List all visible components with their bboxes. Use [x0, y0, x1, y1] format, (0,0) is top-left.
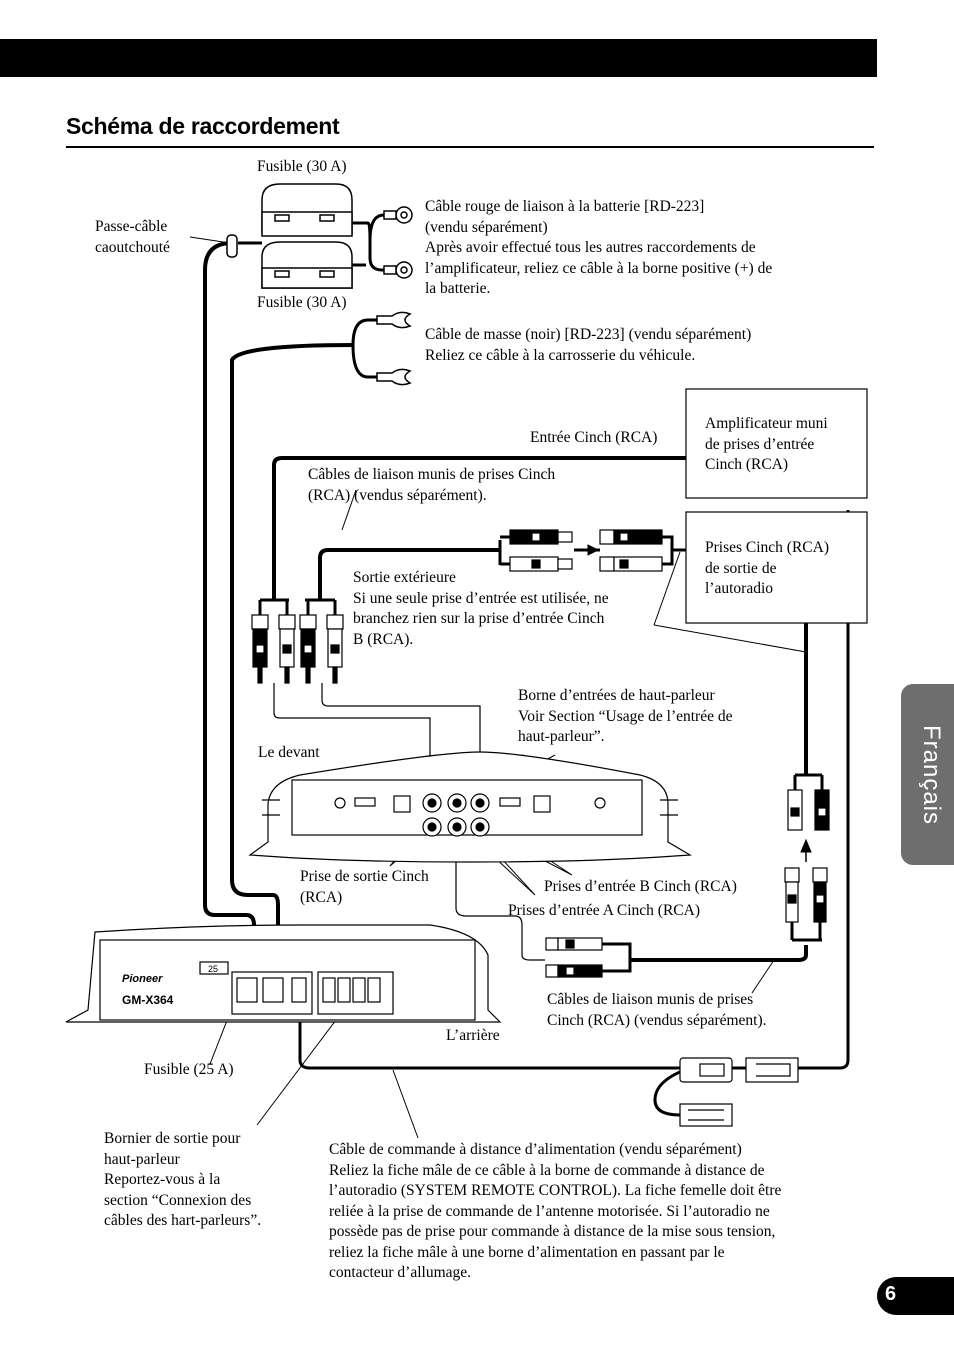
headunit-output-box: [685, 511, 868, 624]
rca-plug-icon: [251, 600, 344, 684]
label-fuse-25: Fusible (25 A): [144, 1061, 234, 1078]
label-rear: L’arrière: [446, 1027, 500, 1044]
svg-text:Pioneer: Pioneer: [122, 973, 163, 985]
power-wire: [203, 241, 256, 990]
amp-with-input-box: [685, 388, 868, 499]
label-speaker-terminal: Bornier de sortie pour haut-parleur Repo…: [104, 1130, 262, 1229]
label-rca-cables-top: Câbles de liaison munis de prises Cinch …: [308, 466, 556, 504]
label-grommet: Passe-câble caoutchouté: [95, 218, 170, 256]
label-headunit-box: Prises Cinch (RCA) de sortie de l’autora…: [705, 539, 829, 597]
page-title: Schéma de raccordement: [66, 113, 340, 139]
label-rca-cables-bottom: Câbles de liaison munis de prises Cinch …: [547, 991, 767, 1029]
ring-terminal-icon: [383, 206, 413, 279]
svg-text:25: 25: [208, 964, 218, 974]
label-fuse-bottom: Fusible (30 A): [257, 294, 347, 311]
header-bar: [0, 39, 877, 77]
ground-wire: [230, 343, 354, 990]
fuse-holder-top: [261, 183, 353, 237]
label-rca-input: Entrée Cinch (RCA): [530, 429, 658, 446]
amp-rear-text: Pioneer GM-X364 25: [122, 964, 218, 1007]
page-number-badge: 6: [877, 1277, 954, 1315]
label-input-a: Prises d’entrée A Cinch (RCA): [508, 902, 701, 919]
remote-wire: [298, 510, 850, 1070]
label-rca-output-jack: Prise de sortie Cinch (RCA): [300, 868, 429, 906]
rca-wire-lower: [318, 548, 500, 600]
label-speaker-input: Borne d’entrées de haut-parleur Voir Sec…: [518, 687, 733, 745]
label-external-out: Sortie extérieure Si une seule prise d’e…: [353, 569, 609, 648]
svg-text:GM-X364: GM-X364: [122, 993, 174, 1007]
title-rule: [66, 146, 874, 148]
page-number: 6: [885, 1283, 897, 1305]
amplifier-front-panel: [248, 751, 692, 863]
remote-connector-icon: [679, 1057, 799, 1127]
label-amp-box: Amplificateur muni de prises d’entrée Ci…: [705, 415, 828, 473]
rca-plug-bottom-icon: [545, 937, 632, 978]
label-ground-cable: Câble de masse (noir) [RD-223] (vendu sé…: [425, 326, 752, 364]
language-tab-label: Français: [918, 724, 945, 825]
rca-plug-vertical-icon: [784, 775, 830, 940]
label-front: Le devant: [258, 744, 320, 761]
spade-terminal-icon: [376, 311, 412, 386]
fuse-holder-bottom: [261, 241, 353, 289]
label-battery-cable: Câble rouge de liaison à la batterie [RD…: [425, 198, 773, 297]
grommet-icon: [226, 234, 238, 258]
amplifier-rear-panel: [65, 924, 502, 1023]
language-tab[interactable]: Français: [901, 684, 954, 865]
rca-plug-pair-icon: [498, 529, 674, 572]
label-fuse-top: Fusible (30 A): [257, 158, 347, 175]
label-input-b: Prises d’entrée B Cinch (RCA): [544, 878, 737, 895]
rca-wire-upper: [272, 456, 686, 600]
label-remote-cable: Câble de commande à distance d’alimentat…: [329, 1141, 782, 1281]
